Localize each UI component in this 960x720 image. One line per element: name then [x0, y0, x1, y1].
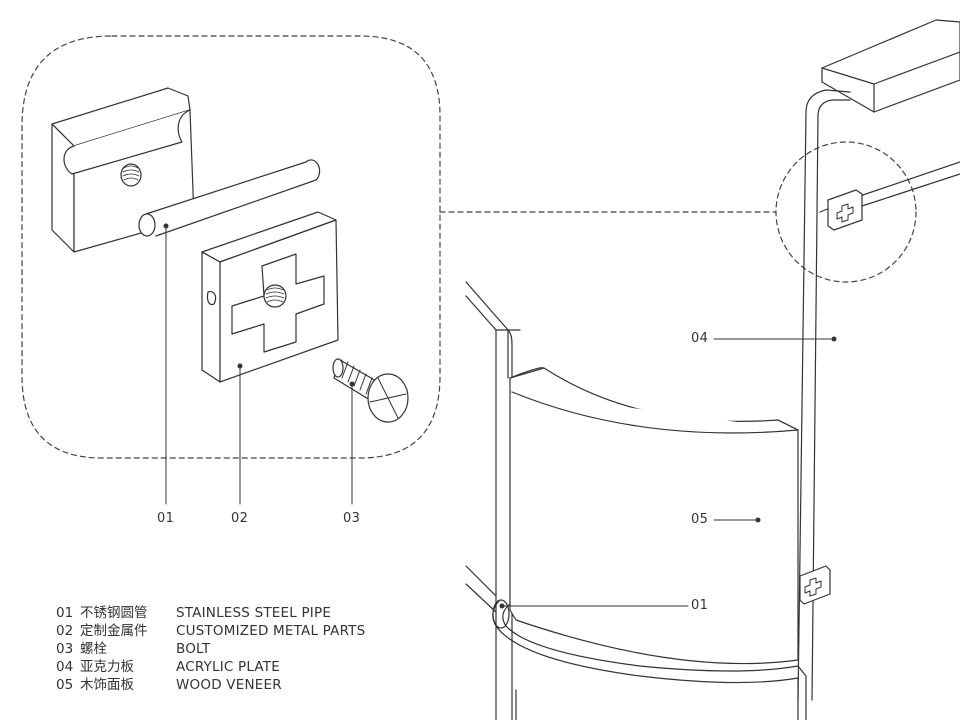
- callout-01-detail: 01: [157, 511, 175, 526]
- detail-leaders: [163, 223, 355, 505]
- legend-row: 05 木饰面板 WOOD VENEER: [56, 676, 365, 694]
- legend-row: 03 螺栓 BOLT: [56, 640, 365, 658]
- legend-number: 01: [56, 605, 74, 621]
- legend-english-name: ACRYLIC PLATE: [176, 659, 280, 675]
- rail-bracket-bottom: [799, 565, 831, 605]
- legend-chinese-name: 螺栓: [80, 641, 107, 657]
- legend: 01 不锈钢圆管 STAINLESS STEEL PIPE 02 定制金属件 C…: [56, 604, 365, 694]
- legend-english-name: BOLT: [176, 641, 211, 657]
- main-leaders: [499, 336, 837, 609]
- bottom-pipe: [492, 599, 807, 720]
- rail-bracket-top: [827, 189, 863, 231]
- acrylic-rail: [797, 89, 960, 701]
- legend-chinese-name: 亚克力板: [80, 659, 134, 675]
- legend-english-name: CUSTOMIZED METAL PARTS: [176, 623, 366, 639]
- callout-02-detail: 02: [231, 511, 249, 526]
- legend-number: 02: [56, 623, 74, 639]
- cross-plate-part: [201, 211, 339, 383]
- callout-05-main: 05: [691, 512, 709, 527]
- detail-bubble: [21, 35, 917, 459]
- left-wall: [465, 281, 521, 720]
- legend-row: 02 定制金属件 CUSTOMIZED METAL PARTS: [56, 622, 365, 640]
- callout-03-detail: 03: [343, 511, 361, 526]
- legend-row: 01 不锈钢圆管 STAINLESS STEEL PIPE: [56, 604, 365, 622]
- legend-english-name: WOOD VENEER: [176, 677, 282, 693]
- legend-number: 04: [56, 659, 74, 675]
- wood-veneer-panel: [509, 367, 799, 665]
- acrylic-plate: [821, 19, 960, 113]
- legend-chinese-name: 木饰面板: [80, 677, 134, 693]
- legend-number: 05: [56, 677, 74, 693]
- bolt-part: [332, 358, 409, 423]
- pipe-part: [138, 159, 321, 237]
- legend-number: 03: [56, 641, 74, 657]
- legend-chinese-name: 定制金属件: [80, 623, 148, 639]
- callout-04-main: 04: [691, 331, 709, 346]
- callout-01-main: 01: [691, 598, 709, 613]
- legend-chinese-name: 不锈钢圆管: [80, 605, 148, 621]
- legend-row: 04 亚克力板 ACRYLIC PLATE: [56, 658, 365, 676]
- legend-english-name: STAINLESS STEEL PIPE: [176, 605, 332, 621]
